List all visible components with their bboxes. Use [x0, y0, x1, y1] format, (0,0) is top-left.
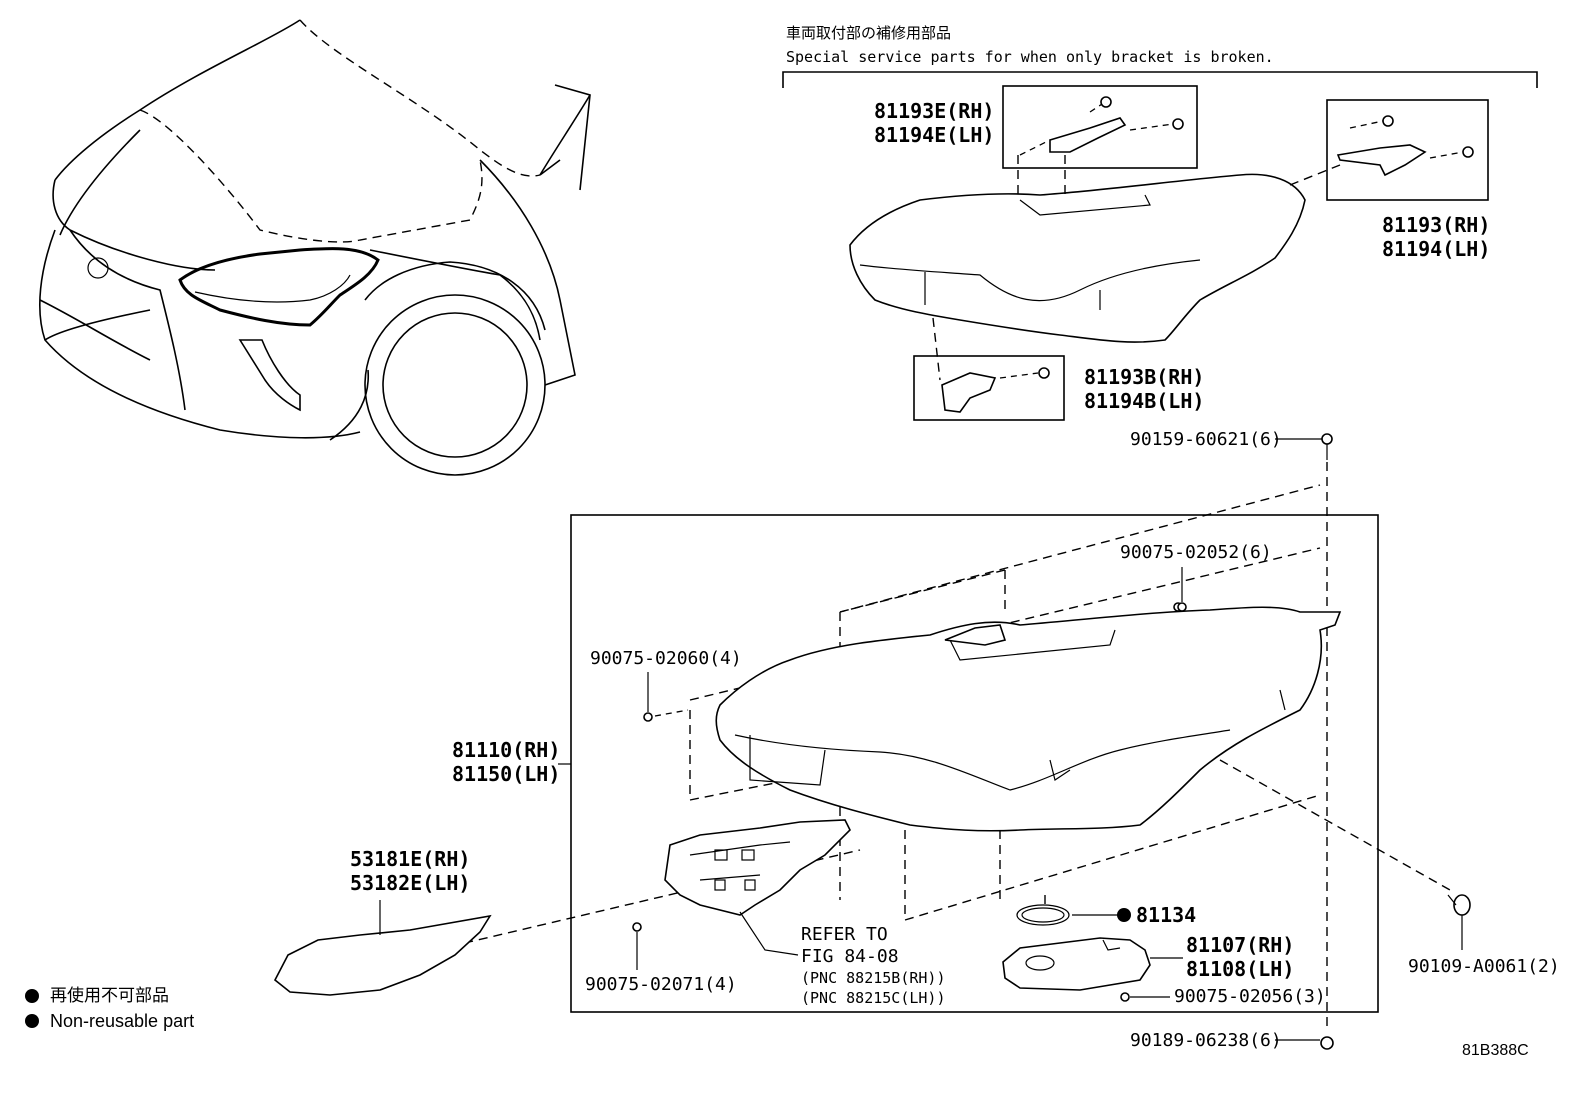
pnc-line-1: (PNC 88215B(RH)): [801, 969, 946, 987]
screw-90075-02052-icon: [1177, 602, 1187, 612]
screw-90075-02060-icon: [643, 712, 653, 722]
label-81134: 81134: [1136, 903, 1196, 927]
bolt-90109-drawing: [1447, 894, 1471, 950]
legend-jp: 再使用不可部品: [50, 985, 169, 1005]
bolt-90159-icon: [1321, 433, 1333, 445]
main-headlamp-drawing: [715, 602, 1342, 832]
bracket-b-drawing: [941, 367, 1050, 413]
module-drawing: [1002, 937, 1183, 991]
label-81107: 81107(RH): [1186, 933, 1294, 957]
bracket-b-box: [913, 355, 1065, 421]
bolt-90189-icon: [1320, 1036, 1334, 1050]
bracket-plain-drawing: [1336, 115, 1474, 177]
label-53181E: 53181E(RH): [350, 847, 470, 871]
label-81194B: 81194B(LH): [1084, 389, 1204, 413]
label-90109: 90109-A0061(2): [1408, 956, 1560, 977]
lamp-cover-drawing: [273, 900, 492, 996]
vehicle-front-illustration: [39, 19, 591, 476]
screw-90075-02056-icon: [1120, 992, 1130, 1002]
label-90075-02052: 90075-02052(6): [1120, 542, 1272, 563]
refer-line-2: FIG 84-08: [801, 946, 899, 967]
screw-90075-02071-icon: [632, 922, 642, 932]
label-90189: 90189-06238(6): [1130, 1030, 1282, 1051]
legend-marker-icon: [25, 989, 39, 1003]
label-81193B: 81193B(RH): [1084, 365, 1204, 389]
label-81194E: 81194E(LH): [874, 123, 994, 147]
non-reusable-marker-icon: [1117, 908, 1131, 922]
en-title: Special service parts for when only brac…: [786, 48, 1274, 66]
label-81110: 81110(RH): [452, 738, 560, 762]
bracket-plain-box: [1326, 99, 1489, 201]
label-53182E: 53182E(LH): [350, 871, 470, 895]
label-81193E: 81193E(RH): [874, 99, 994, 123]
label-81194: 81194(LH): [1382, 237, 1490, 261]
label-90075-02071: 90075-02071(4): [585, 974, 737, 995]
refer-line-1: REFER TO: [801, 924, 888, 945]
label-90075-02056: 90075-02056(3): [1174, 986, 1326, 1007]
bracket-e-box: [1002, 85, 1198, 169]
bracket-group-line: [782, 71, 1538, 88]
label-81150: 81150(LH): [452, 762, 560, 786]
label-90159: 90159-60621(6): [1130, 429, 1282, 450]
refer-bracket-drawing: [664, 819, 851, 916]
gasket-ring: [1016, 904, 1070, 926]
bracket-e-drawing: [1019, 96, 1184, 156]
legend: 再使用不可部品 Non-reusable part: [25, 985, 194, 1031]
label-81193: 81193(RH): [1382, 213, 1490, 237]
label-90075-02060: 90075-02060(4): [590, 648, 742, 669]
pnc-line-2: (PNC 88215C(LH)): [801, 989, 946, 1007]
legend-marker-icon-2: [25, 1014, 39, 1028]
legend-en: Non-reusable part: [50, 1011, 194, 1031]
jp-title: 車両取付部の補修用部品: [786, 24, 951, 42]
upper-headlamp-drawing: [849, 155, 1341, 381]
figure-code: 81B388C: [1462, 1042, 1529, 1059]
label-81108: 81108(LH): [1186, 957, 1294, 981]
